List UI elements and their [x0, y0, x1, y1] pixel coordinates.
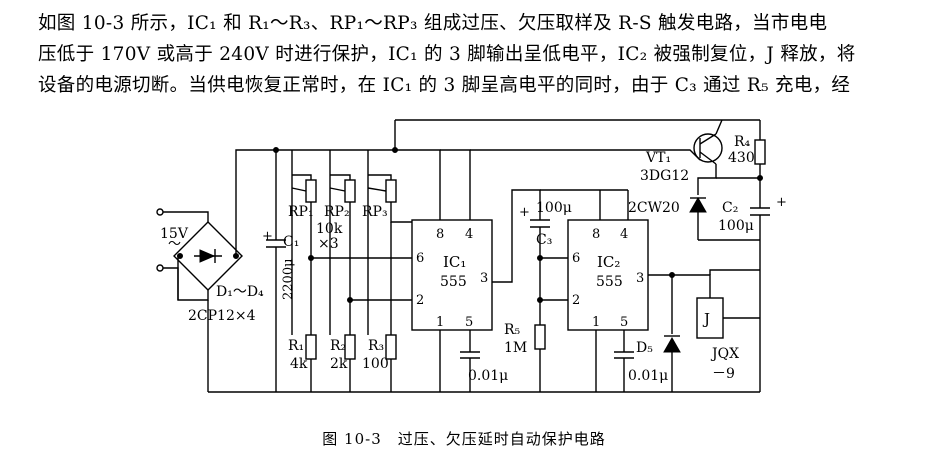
label-r4: R₄ — [734, 134, 751, 150]
intro-paragraph: 如图 10-3 所示，IC₁ 和 R₁～R₃、RP₁～RP₃ 组成过压、欠压取样… — [38, 8, 908, 101]
resistor-r1 — [305, 334, 317, 360]
label-ic1-pin2: 2 — [416, 293, 424, 308]
label-ic1-pin5: 5 — [465, 315, 473, 330]
ic1-555 — [411, 189, 541, 392]
relay-j — [696, 269, 760, 339]
label-r2-value: 2k — [330, 356, 348, 372]
diode-d5 — [663, 275, 681, 392]
delay-network — [530, 189, 629, 392]
paragraph-line-3: 设备的电源切断。当供电恢复正常时，在 IC₁ 的 3 脚呈高电平的同时，由于 C… — [38, 75, 851, 96]
label-r5-value: 1M — [504, 340, 527, 356]
label-ic2-pin8: 8 — [592, 227, 600, 242]
label-c3-plus: + — [519, 205, 530, 220]
ic1-body — [411, 219, 493, 331]
label-zener: 2CW20 — [628, 200, 680, 216]
label-ic2-pin2: 2 — [572, 293, 580, 308]
label-ic1: IC₁ — [443, 253, 466, 271]
label-relay-number: －9 — [712, 366, 735, 382]
potentiometer-rp3 — [385, 179, 397, 203]
input-terminal-bottom — [156, 264, 164, 272]
label-ic2-chip: 555 — [596, 274, 623, 290]
potentiometer-rp2 — [344, 179, 356, 203]
label-tilde: ～ — [168, 237, 181, 252]
label-ic1-pin1: 1 — [436, 315, 444, 330]
potentiometer-rp1 — [305, 179, 317, 203]
label-ic2: IC₂ — [597, 253, 620, 271]
label-ic2-cap: 0.01μ — [628, 368, 668, 384]
zener-2cw20 — [689, 196, 760, 241]
input-terminal-top — [156, 208, 164, 216]
label-c3-value: 100μ — [536, 200, 572, 216]
transistor-vt1 — [693, 119, 723, 195]
label-r2: R₂ — [330, 338, 346, 354]
label-c2-value: 100μ — [718, 218, 754, 234]
label-r1-value: 4k — [290, 356, 308, 372]
paragraph-line-1: 如图 10-3 所示，IC₁ 和 R₁～R₃、RP₁～RP₃ 组成过压、欠压取样… — [38, 13, 828, 34]
label-ic1-pin4: 4 — [465, 227, 473, 242]
label-relay-type: JQX — [710, 346, 739, 362]
label-ic1-pin6: 6 — [416, 251, 424, 266]
resistor-r5 — [534, 324, 546, 350]
label-ic1-pin3: 3 — [480, 271, 488, 286]
label-diode-type: 2CP12×4 — [188, 308, 256, 324]
transistor-body — [693, 133, 723, 163]
label-ic2-pin3: 3 — [636, 271, 644, 286]
label-ic2-pin6: 6 — [572, 251, 580, 266]
positive-supply-wire — [235, 149, 395, 256]
sampling-network — [291, 150, 412, 392]
label-r1: R₁ — [288, 338, 304, 354]
label-r3: R₃ — [368, 338, 384, 354]
label-diode-range: D₁～D₄ — [216, 284, 264, 300]
label-supply: 15V — [160, 226, 189, 242]
label-rp-value: 10k — [316, 221, 343, 237]
label-vt1-type: 3DG12 — [640, 168, 689, 184]
label-vt1: VT₁ — [645, 150, 671, 166]
label-c1-value: 2200μ — [281, 258, 296, 300]
ic2-555 — [567, 219, 711, 392]
label-c3: C₃ — [536, 232, 552, 248]
label-relay: J — [702, 310, 710, 328]
label-c2: C₂ — [722, 200, 738, 216]
label-c1-plus: + — [262, 229, 273, 244]
bridge-outline — [173, 221, 243, 291]
label-ic1-chip: 555 — [440, 274, 467, 290]
figure-caption: 图 10-3 过压、欠压延时自动保护电路 — [322, 430, 606, 448]
label-ic1-cap: 0.01μ — [468, 368, 508, 384]
label-ic2-pin1: 1 — [592, 315, 600, 330]
paragraph-line-2: 压低于 170V 或高于 240V 时进行保护，IC₁ 的 3 脚输出呈低电平，… — [38, 44, 856, 65]
label-rp1: RP₁ — [288, 204, 314, 220]
capacitor-c2 — [750, 200, 770, 392]
label-r5: R₅ — [504, 322, 521, 338]
label-d5: D₅ — [636, 340, 653, 356]
label-rp-count: ×3 — [318, 236, 339, 252]
bridge-rectifier — [156, 149, 395, 392]
label-ic2-pin5: 5 — [620, 315, 628, 330]
label-ic1-pin8: 8 — [436, 227, 444, 242]
label-ic2-pin4: 4 — [620, 227, 628, 242]
label-rp3: RP₃ — [362, 204, 388, 220]
bridge-diode-symbol — [199, 249, 216, 263]
resistor-r4 — [716, 120, 766, 200]
capacitor-c1 — [266, 147, 286, 392]
label-c2-plus: + — [776, 195, 787, 210]
label-c1: C₁ — [283, 234, 299, 250]
label-r4-value: 430 — [728, 150, 755, 166]
label-r3-value: 100 — [362, 356, 389, 372]
label-rp2: RP₂ — [324, 204, 350, 220]
